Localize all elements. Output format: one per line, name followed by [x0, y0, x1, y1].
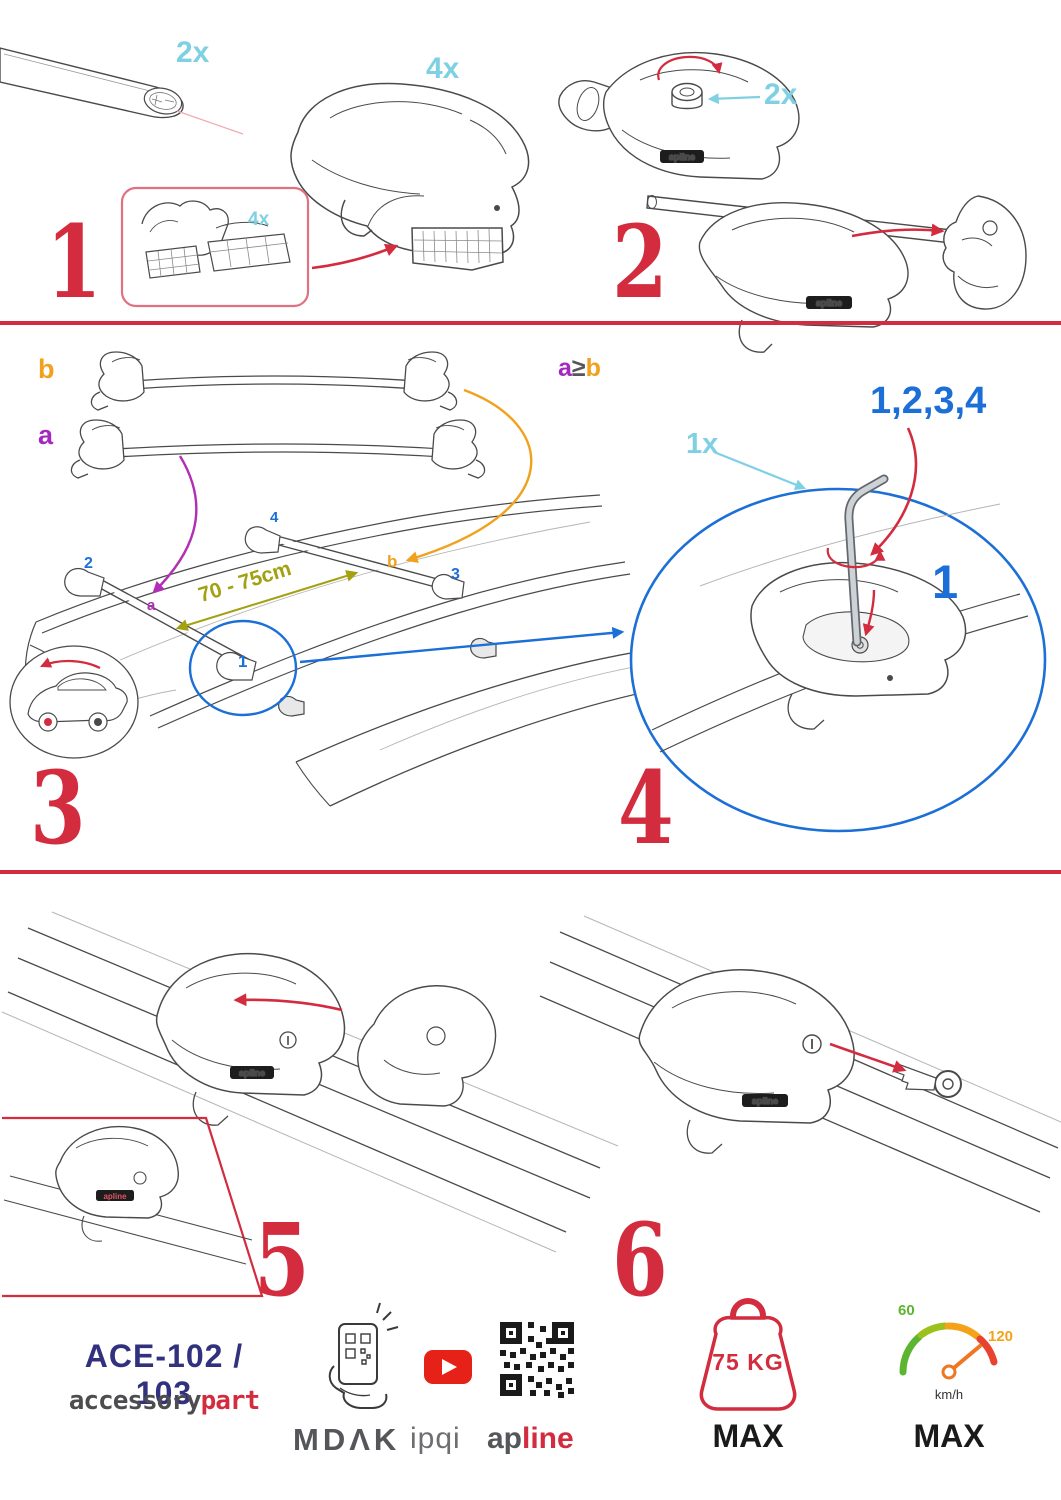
arrow-to-zoom: [299, 626, 625, 664]
zoom-detail: [629, 474, 1047, 833]
phone-qr-icon: [328, 1302, 399, 1409]
model-number: ACE-102 / 103: [84, 1338, 244, 1411]
car-direction-inset: [9, 645, 139, 759]
brand-logo: accessorypart: [58, 1386, 270, 1416]
foot-clamp-drawing-step1: [290, 82, 530, 271]
product-label: apline: [103, 1192, 127, 1201]
step-5-number: 5: [254, 1201, 310, 1319]
divider-1: [0, 321, 1061, 325]
rule-operator: ≥: [571, 354, 586, 382]
key-lock-drawing-step6: apline: [539, 915, 1061, 1213]
position-b-label: b: [387, 552, 398, 571]
pad-quantity-label: 4x: [248, 209, 270, 230]
bar-quantity-label: 2x: [176, 36, 210, 69]
position-4-label: 4: [270, 509, 279, 526]
product-label: apline: [669, 152, 695, 162]
pad-inset-box: [120, 186, 310, 308]
brand-accessory: accessory: [68, 1386, 202, 1416]
speed-max-label: MAX: [913, 1418, 985, 1454]
position-1-label: 1: [238, 652, 248, 671]
speed-unit-label: km/h: [934, 1387, 964, 1402]
arrow-1x-to-key: [713, 450, 807, 490]
speed-high-label: 120: [988, 1328, 1014, 1345]
tighten-order-label: 1,2,3,4: [870, 380, 987, 422]
step-6-number: 6: [612, 1201, 668, 1319]
arrow-cap-to-foot: [233, 993, 343, 1012]
rule-b: b: [585, 354, 601, 382]
foot-assembly-drawing-step2: apline: [646, 195, 1027, 353]
position-1-circle: [188, 619, 298, 717]
crossbar-a-drawing: [70, 419, 486, 479]
qr-code-icon: [500, 1322, 574, 1398]
position-a-label: a: [147, 597, 156, 614]
car-roof-drawing: [24, 494, 665, 807]
span-arrow: [175, 570, 359, 631]
step-3-number: 3: [30, 749, 86, 867]
step-4-number: 4: [618, 749, 674, 867]
youtube-icon: [424, 1350, 472, 1384]
bolt-quantity-label: 2x: [764, 78, 798, 111]
logo-mdak: MDΛK: [293, 1422, 401, 1457]
crossbar-b-drawing: [90, 351, 458, 411]
arrow-b: [405, 388, 533, 563]
max-weight-value: 75 KG: [712, 1349, 784, 1375]
step-2-number: 2: [612, 203, 668, 321]
foot-quantity-label: 4x: [426, 52, 460, 85]
bar-b-label: b: [38, 354, 55, 384]
product-label: apline: [752, 1096, 778, 1106]
arrow-foot-to-cap: [851, 223, 945, 238]
position-3-label: 3: [451, 566, 460, 583]
arrow-2x-to-bolt: [707, 93, 761, 105]
crossbar-tube-drawing: [0, 47, 244, 135]
arrow-order: [870, 427, 918, 556]
product-label: apline: [816, 298, 842, 308]
rule-a: a: [558, 354, 572, 382]
bar-a-label: a: [38, 420, 54, 450]
speed-low-label: 60: [898, 1302, 915, 1319]
divider-2: [0, 870, 1061, 874]
logo-ipqi: ipqi: [410, 1422, 461, 1455]
zoom-position-label: 1: [932, 555, 959, 608]
cap-install-drawing-step5: apline: [1, 911, 619, 1253]
product-label: apline: [239, 1068, 265, 1078]
foot-bolt-drawing-step2: apline: [558, 51, 800, 180]
arrow-lock-to-key: [829, 1042, 907, 1073]
position-2-label: 2: [84, 555, 93, 572]
weight-icon: [699, 1298, 797, 1411]
locked-inset-step5: apline: [2, 1116, 264, 1298]
logo-apline-ap: ap: [487, 1422, 523, 1455]
arrow-a: [152, 455, 198, 594]
arrow-pad-to-foot: [311, 243, 399, 270]
weight-max-label: MAX: [712, 1418, 784, 1454]
logo-apline: apline: [487, 1422, 574, 1456]
logo-apline-line: line: [522, 1422, 574, 1455]
step-1-number: 1: [46, 203, 102, 321]
speedometer-icon: [899, 1322, 998, 1380]
rule-label: a≥b: [558, 356, 601, 381]
key-quantity-label: 1x: [686, 428, 719, 460]
brand-part: part: [200, 1386, 261, 1416]
